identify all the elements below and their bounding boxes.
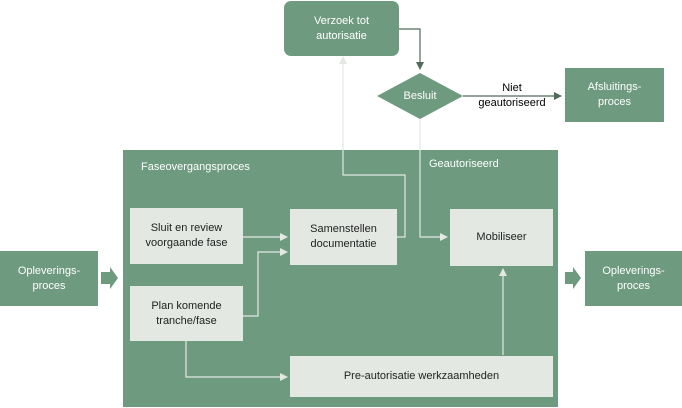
afsluitings-proces-box: Afsluitings- proces	[565, 68, 664, 122]
sluit-label: Sluit en review voorgaande fase	[145, 222, 228, 249]
niet-geautoriseerd-label: Niet geautoriseerd	[478, 82, 546, 109]
verzoek-label: Verzoek tot autorisatie	[313, 14, 370, 42]
arrow-besluit-to-mobiliseer	[419, 119, 448, 241]
arrow-plan-to-samenstellen	[243, 248, 288, 317]
geautoriseerd-label: Geautoriseerd	[429, 158, 499, 170]
opleverings-proces-left: Opleverings- proces	[0, 251, 98, 306]
arrow-plan-to-pre	[185, 341, 288, 381]
opl-left-label: Opleverings- proces	[17, 264, 81, 292]
pre-autorisatie-box: Pre-autorisatie werkzaamheden	[290, 356, 553, 397]
plan-komende-box: Plan komende tranche/fase	[130, 286, 243, 341]
besluit-label-wrap: Besluit	[385, 86, 455, 106]
arrow-verzoek-to-besluit	[399, 28, 424, 70]
samenstellen-label: Samenstellen documentatie	[310, 223, 377, 250]
block-arrow-left	[101, 267, 118, 289]
pre-label: Pre-autorisatie werkzaamheden	[343, 370, 500, 382]
besluit-diamond	[377, 73, 463, 119]
mobiliseer-label: Mobiliseer	[476, 231, 527, 243]
opleverings-proces-right: Opleverings- proces	[585, 251, 682, 306]
container-title: Faseovergangsproces	[141, 161, 250, 173]
samenstellen-box: Samenstellen documentatie	[290, 209, 397, 265]
afsluitings-label: Afsluitings- proces	[587, 81, 642, 108]
opl-right-label: Opleverings- proces	[602, 264, 665, 292]
verzoek-autorisatie-box: Verzoek tot autorisatie	[284, 1, 399, 56]
arrow-samenstellen-to-verzoek	[339, 56, 406, 238]
block-arrow-right	[565, 267, 581, 289]
besluit-label: Besluit	[403, 89, 437, 102]
mobiliseer-box: Mobiliseer	[450, 209, 553, 266]
sluit-review-box: Sluit en review voorgaande fase	[130, 208, 243, 264]
plan-label: Plan komende tranche/fase	[151, 299, 222, 327]
